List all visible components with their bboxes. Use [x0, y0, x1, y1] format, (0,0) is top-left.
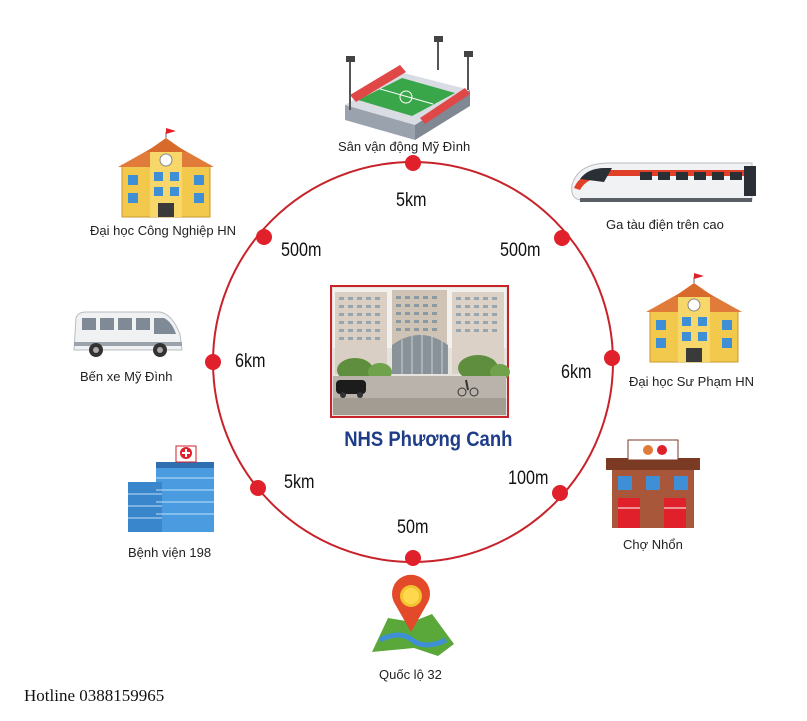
hotline-text: Hotline 0388159965: [24, 686, 165, 705]
distance-label-su-pham: 6km: [561, 362, 592, 383]
ring-node-bus: [205, 354, 221, 370]
distance-label-highway: 50m: [397, 517, 429, 538]
place-label-bus: Bến xe Mỹ Đình: [80, 369, 173, 384]
distance-label-market: 100m: [508, 468, 549, 489]
ring-node-train: [554, 230, 570, 246]
place-label-su-pham: Đại học Sư Phạm HN: [629, 374, 755, 389]
place-label-market: Chợ Nhổn: [623, 537, 683, 552]
ring-node-cong-nghiep: [256, 229, 272, 245]
place-label-cong-nghiep: Đại học Công Nghiệp HN: [90, 223, 236, 238]
distance-label-cong-nghiep: 500m: [281, 240, 322, 261]
hospital-icon: [128, 445, 214, 532]
stadium-icon: [345, 36, 473, 140]
ring-node-hospital: [250, 480, 266, 496]
map-pin-icon: [372, 574, 454, 656]
place-label-train: Ga tàu điện trên cao: [606, 217, 724, 232]
ring-node-market: [552, 485, 568, 501]
university-icon: [646, 273, 742, 363]
project-title: NHS Phương Canh: [344, 428, 513, 451]
distance-label-bus: 6km: [235, 351, 266, 372]
project-photo: [330, 285, 510, 418]
distance-label-hospital: 5km: [284, 472, 315, 493]
distance-label-stadium: 5km: [396, 190, 427, 211]
distance-label-train: 500m: [500, 240, 541, 261]
place-label-hospital: Bệnh viện 198: [128, 545, 212, 560]
ring-node-highway: [405, 550, 421, 566]
place-label-highway: Quốc lộ 32: [379, 667, 442, 682]
market-icon: [606, 439, 700, 528]
train-icon: [571, 162, 756, 202]
bus-icon: [73, 311, 183, 357]
place-label-stadium: Sân vận động Mỹ Đình: [338, 139, 471, 154]
university-icon: [118, 128, 214, 218]
ring-node-su-pham: [604, 350, 620, 366]
ring-node-stadium: [405, 155, 421, 171]
